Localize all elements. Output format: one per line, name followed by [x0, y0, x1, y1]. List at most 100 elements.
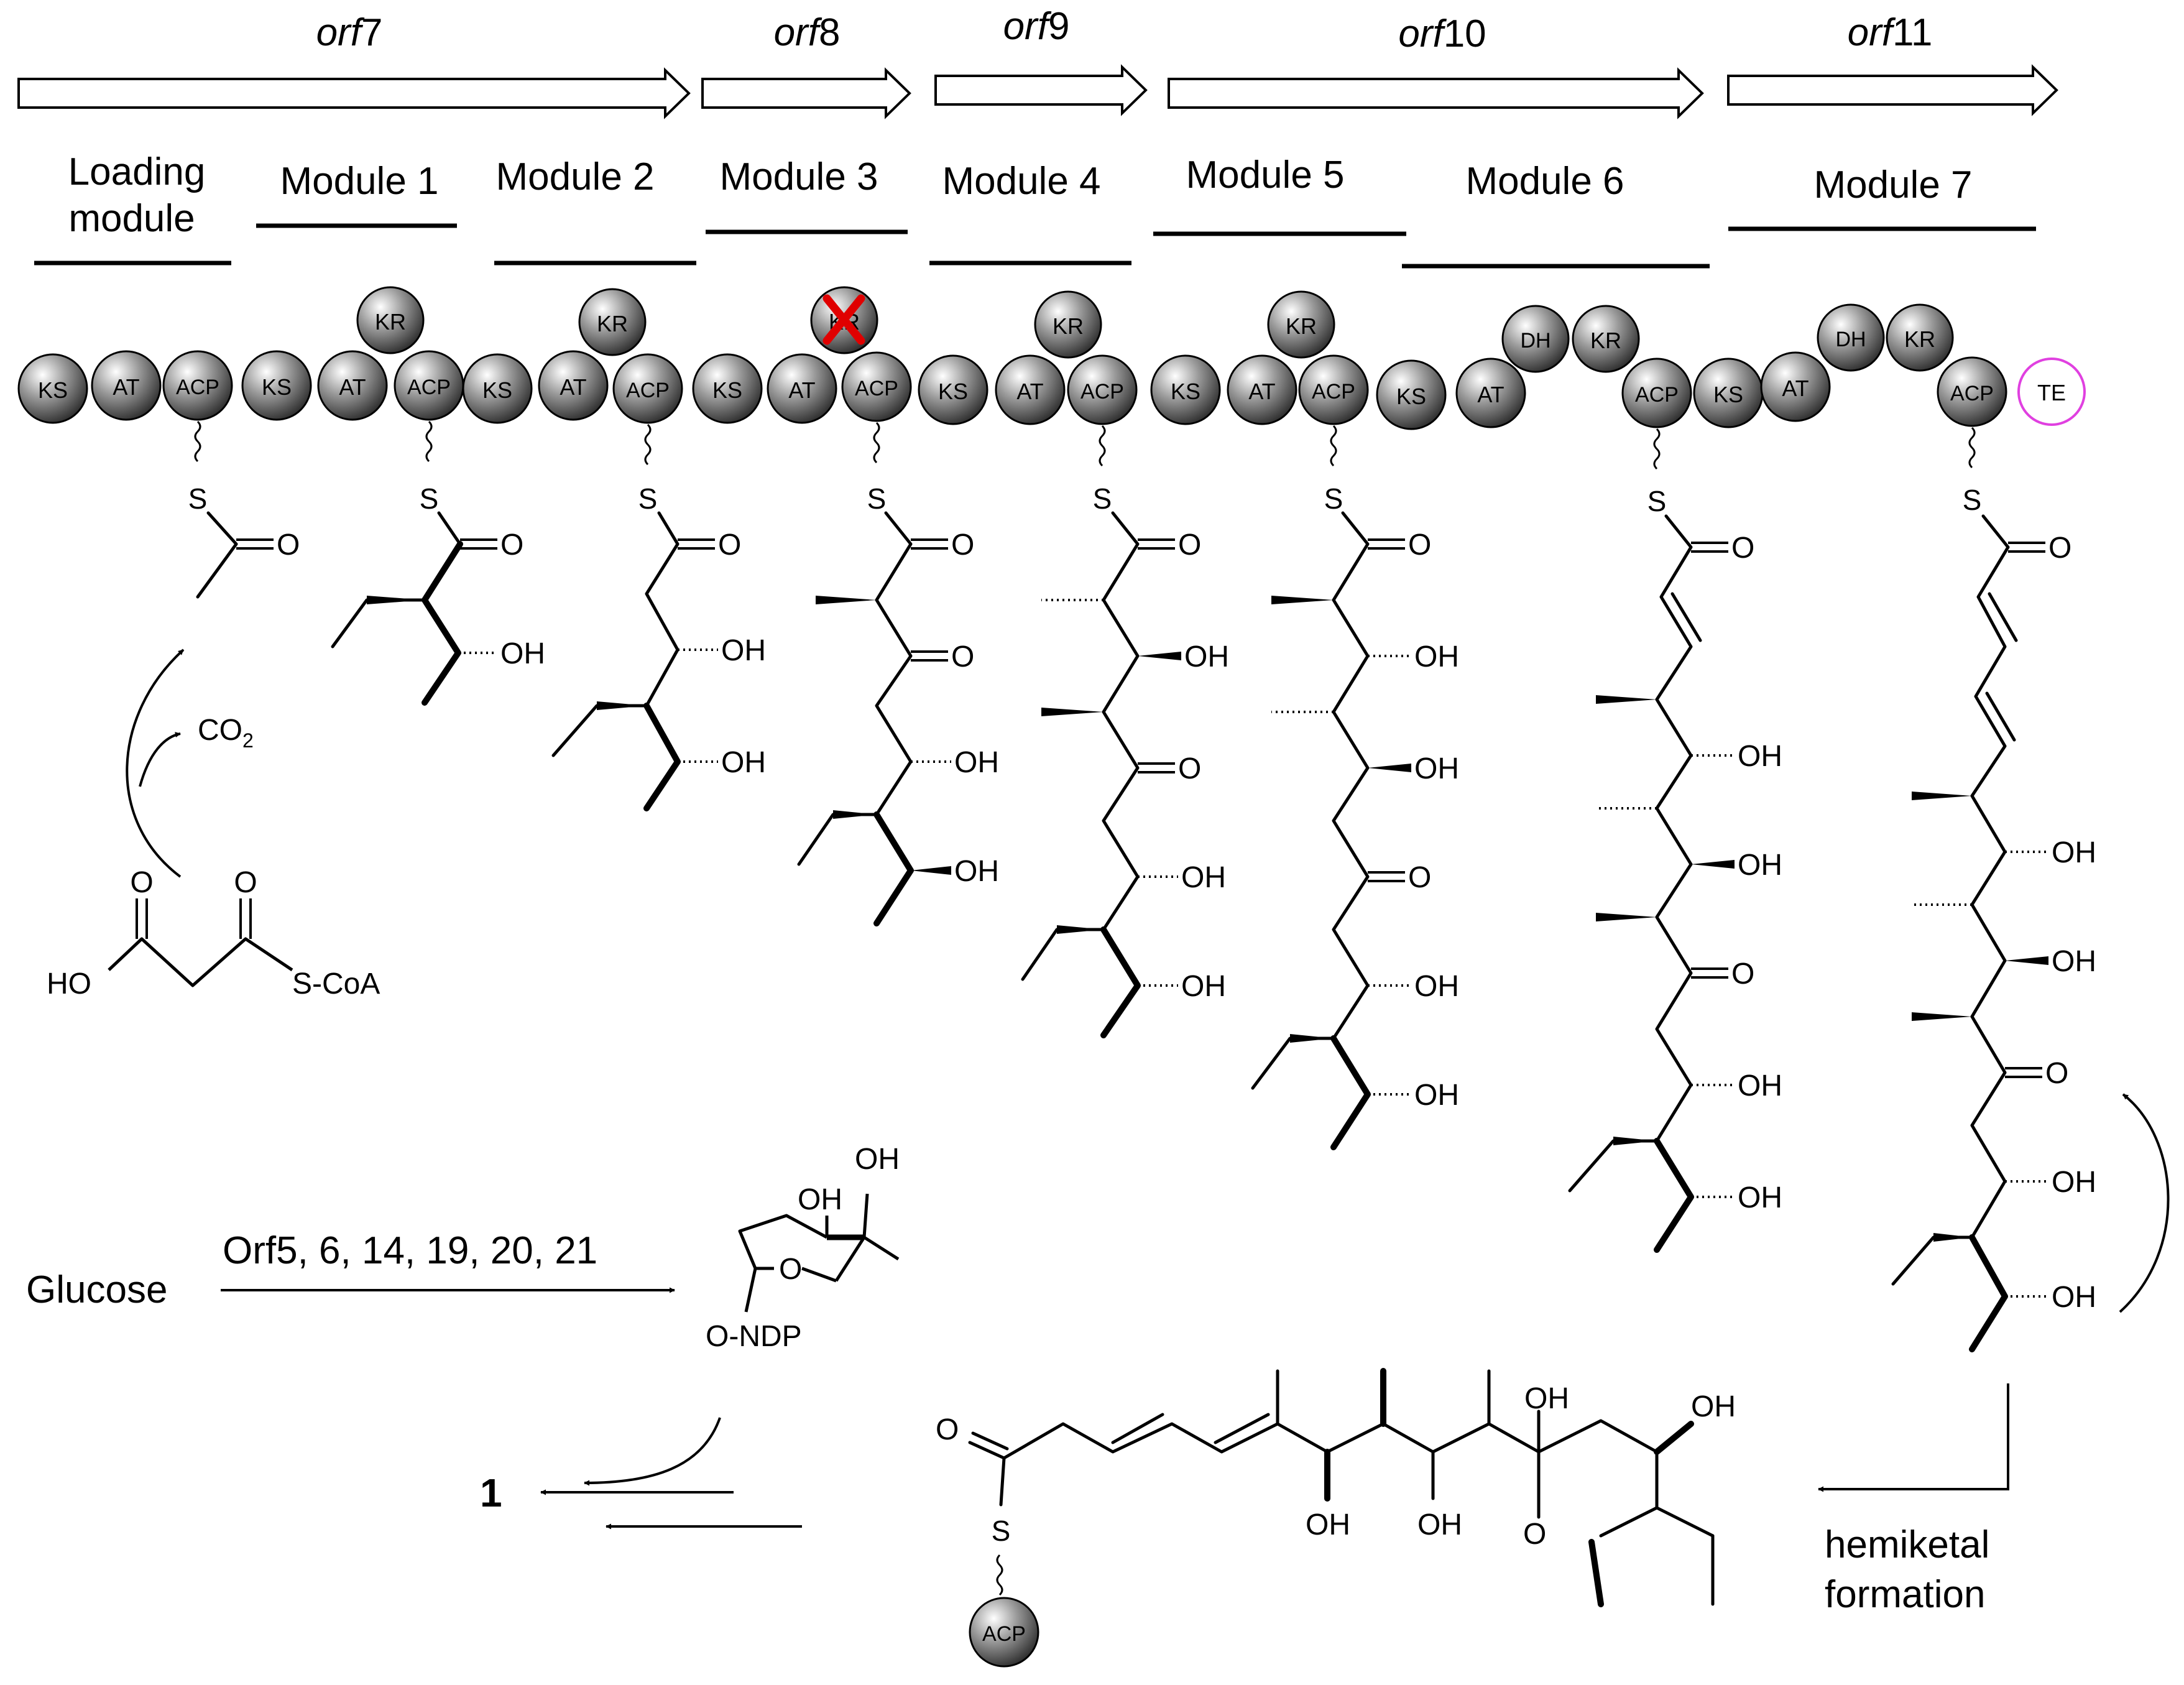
hemiketal-label-1: hemiketal	[1825, 1523, 1989, 1566]
svg-text:KR: KR	[1053, 313, 1084, 339]
svg-text:S: S	[188, 482, 208, 515]
sulfur-atoms: S S S S S S S S S	[188, 482, 1982, 1547]
hemiketal-label-2: formation	[1825, 1573, 1985, 1616]
gene-arrows	[17, 64, 2058, 119]
svg-text:OH: OH	[855, 1143, 900, 1176]
svg-text:AT: AT	[113, 374, 139, 400]
svg-text:AT: AT	[1016, 379, 1043, 404]
svg-text:O: O	[1731, 958, 1754, 990]
module-label-1: Module 1	[280, 160, 438, 203]
svg-text:ACP: ACP	[1080, 380, 1124, 404]
svg-text:KS: KS	[262, 374, 292, 400]
svg-text:KR: KR	[597, 311, 628, 336]
domain-acp-m6	[1621, 358, 1692, 428]
domain-acp-m7	[1937, 356, 2007, 427]
module-label-loading-1: Loading	[68, 150, 206, 193]
svg-text:OH: OH	[721, 746, 766, 779]
svg-text:O: O	[951, 529, 974, 561]
ndp-sugar-labels: O OH OH O-NDP	[706, 1143, 900, 1353]
malonyl-coa: O O HO S-CoA	[47, 866, 380, 1000]
svg-text:S: S	[867, 482, 887, 515]
domain-acp-loading	[162, 350, 233, 421]
svg-text:O: O	[1731, 532, 1754, 565]
module-labels: Loading module Module 1 Module 2 Module …	[68, 150, 1973, 240]
domain-at-m6	[1455, 358, 1526, 428]
domain-kr-m4	[1034, 290, 1102, 359]
domain-acp-m3	[841, 351, 912, 422]
domain-at-m1	[317, 350, 388, 421]
hash-bonds	[458, 599, 2048, 1298]
svg-text:AT: AT	[560, 374, 586, 400]
domain-acp-hemiketal	[969, 1597, 1039, 1668]
svg-text:O: O	[936, 1413, 959, 1446]
carbonyl-bonds	[236, 538, 2045, 1078]
svg-text:OH: OH	[1184, 640, 1229, 673]
svg-text:OH: OH	[798, 1183, 842, 1216]
domain-kr-m2	[578, 288, 647, 356]
domain-ks-m1	[241, 350, 312, 421]
domain-te	[2017, 358, 2086, 426]
svg-text:O: O	[1523, 1518, 1546, 1551]
svg-text:KS: KS	[482, 377, 512, 403]
domain-kr-m5	[1267, 290, 1335, 359]
svg-text:O: O	[277, 529, 300, 561]
svg-text:O: O	[1408, 529, 1431, 561]
svg-text:OH: OH	[1738, 1181, 1782, 1214]
svg-text:O: O	[779, 1253, 802, 1286]
hemiketal-intermediate	[968, 1368, 1715, 1607]
svg-text:O: O	[500, 529, 523, 561]
svg-text:O: O	[1178, 529, 1201, 561]
thioester-links	[194, 420, 1976, 1596]
svg-text:OH: OH	[954, 746, 999, 779]
svg-text:KR: KR	[1590, 328, 1621, 353]
svg-text:S: S	[992, 1515, 1011, 1547]
inactive-kr-mark	[822, 294, 865, 345]
gene-label-orf8: orf8	[774, 11, 841, 54]
svg-text:KR: KR	[1286, 313, 1317, 339]
gene-labels: orf7 orf8 orf9 orf10 orf11	[316, 5, 1933, 55]
svg-text:OH: OH	[2052, 836, 2096, 869]
sugar-enzymes-label: Orf5, 6, 14, 19, 20, 21	[223, 1229, 597, 1272]
domain-kr-m6	[1572, 305, 1640, 373]
ndp-sugar	[738, 1193, 900, 1313]
svg-text:ACP: ACP	[176, 376, 219, 399]
svg-text:HO: HO	[47, 967, 91, 1000]
domain-dh-m6	[1501, 305, 1570, 373]
svg-text:DH: DH	[1835, 328, 1866, 351]
domain-ks-m5	[1150, 354, 1221, 425]
svg-text:S: S	[1647, 485, 1667, 517]
svg-text:OH: OH	[1414, 1079, 1459, 1112]
hemiketal-arrows	[1818, 1093, 2170, 1492]
svg-text:KS: KS	[1713, 382, 1743, 407]
svg-text:OH: OH	[954, 855, 999, 888]
svg-text:TE: TE	[2037, 380, 2066, 405]
module-label-5: Module 5	[1186, 154, 1344, 196]
domain-dh-m7	[1817, 303, 1885, 372]
svg-text:O: O	[1178, 752, 1201, 785]
domain-acp-m2	[612, 353, 683, 424]
glucose-label: Glucose	[26, 1268, 167, 1311]
svg-text:S: S	[1324, 482, 1343, 515]
svg-text:O: O	[951, 640, 974, 673]
domain-acp-m5	[1298, 354, 1369, 425]
product-number: 1	[480, 1470, 502, 1515]
module-label-6: Module 6	[1465, 160, 1624, 203]
wedge-bonds	[367, 596, 2048, 1242]
svg-text:OH: OH	[721, 634, 766, 667]
product-arrows	[540, 1417, 802, 1530]
domain-ks-m3	[692, 353, 763, 424]
module-label-3: Module 3	[719, 155, 878, 198]
svg-text:ACP: ACP	[407, 376, 451, 399]
domain-at-loading	[91, 350, 162, 421]
svg-text:KR: KR	[1904, 326, 1935, 352]
svg-text:ACP: ACP	[855, 377, 898, 400]
domain-at-m3	[767, 353, 837, 424]
pks-domains	[17, 286, 2086, 1668]
svg-text:OH: OH	[2052, 1281, 2096, 1314]
gene-arrow-orf8	[701, 67, 911, 119]
svg-text:O: O	[1408, 861, 1431, 894]
domain-at-m4	[995, 354, 1066, 425]
gene-arrow-orf9	[934, 64, 1148, 116]
svg-text:OH: OH	[2052, 945, 2096, 978]
svg-text:OH: OH	[1524, 1382, 1569, 1415]
